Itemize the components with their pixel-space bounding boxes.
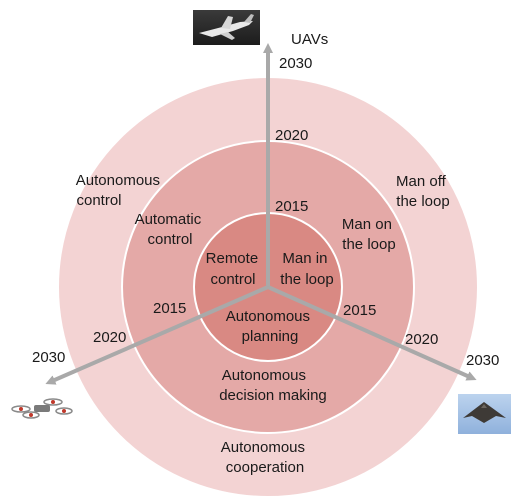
axis-arrow-left: [45, 285, 269, 385]
flying-wing-uav-photo-icon: [458, 394, 511, 434]
axis-title-uavs: UAVs: [291, 31, 328, 48]
label-autonomous-planning: Autonomous planning: [226, 308, 314, 345]
label-man-off-the-loop: Man off the loop: [396, 173, 450, 210]
axis-right-year-2020: 2020: [405, 331, 438, 348]
label-autonomous-control: Autonomous control: [76, 172, 164, 209]
axis-right-year-2015: 2015: [343, 302, 376, 319]
quadcopter-drone-photo-icon: [8, 397, 74, 419]
axis-top-year-2015: 2015: [275, 198, 308, 215]
label-man-on-the-loop: Man on the loop: [342, 216, 396, 253]
axis-top-year-2030: 2030: [279, 55, 312, 72]
axis-top-year-2020: 2020: [275, 127, 308, 144]
axis-left-year-2015: 2015: [153, 300, 186, 317]
axis-right-year-2030: 2030: [466, 352, 499, 369]
label-remote-control: Remote control: [206, 250, 263, 288]
label-autonomous-decision-making: Autonomous decision making: [219, 367, 327, 404]
axis-left-year-2020: 2020: [93, 329, 126, 346]
axis-arrow-right: [267, 285, 477, 381]
label-autonomous-cooperation: Autonomous cooperation: [221, 439, 309, 476]
axis-left-year-2030: 2030: [32, 349, 65, 366]
label-automatic-control: Automatic control: [135, 211, 206, 248]
label-man-in-the-loop: Man in the loop: [280, 250, 333, 288]
jet-uav-photo-icon: [193, 10, 260, 45]
